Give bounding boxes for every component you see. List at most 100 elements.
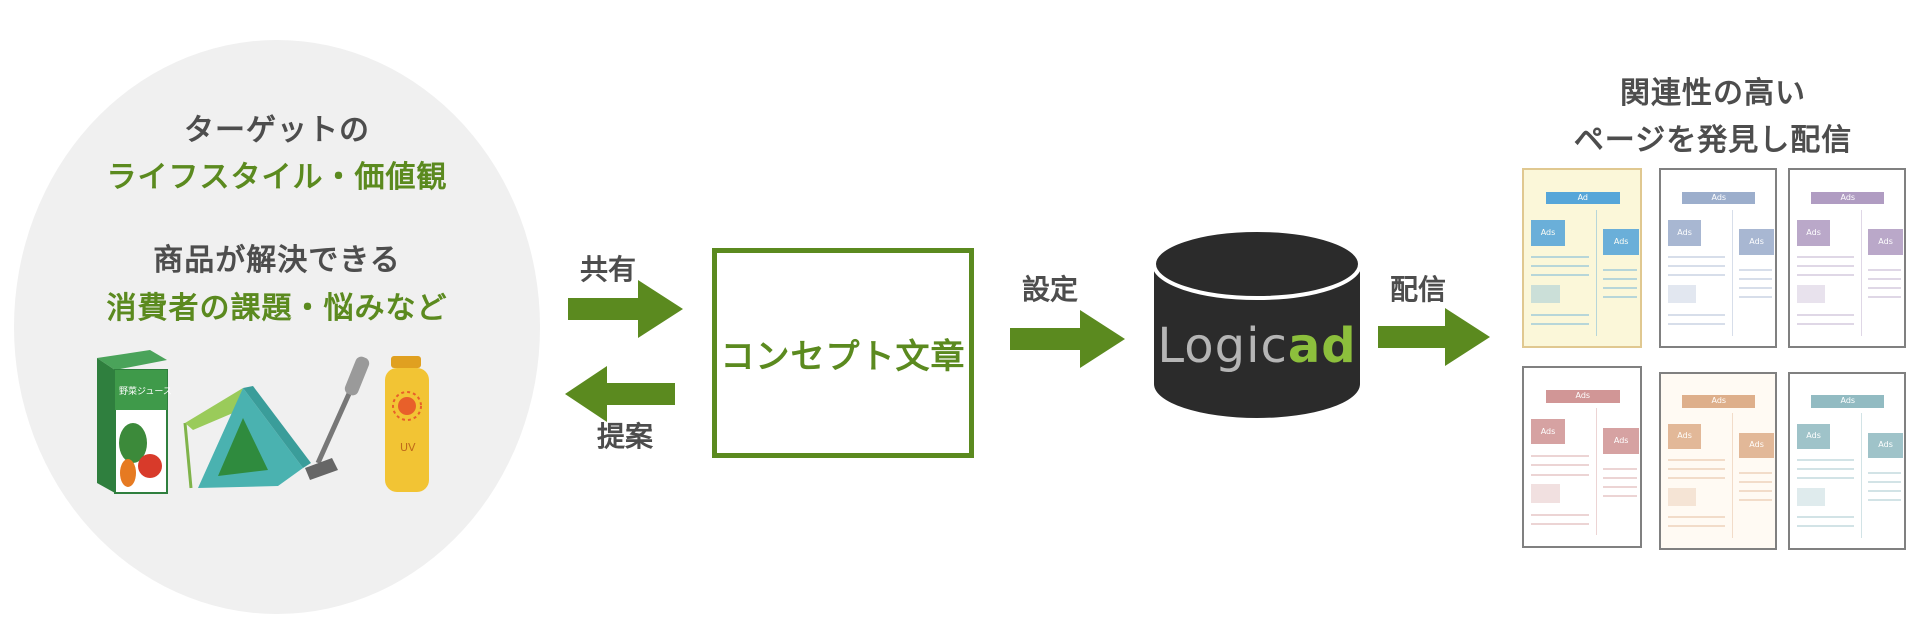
thumb-text-line <box>1531 522 1589 525</box>
thumb-text-line <box>1738 471 1772 474</box>
thumb-ad-left: Ads <box>1531 220 1565 246</box>
share-arrow-icon <box>568 280 683 338</box>
thumb-text-line <box>1738 278 1772 280</box>
thumb-text-line <box>1797 256 1854 259</box>
thumb-text-line <box>1797 323 1854 325</box>
thumb-image-block <box>1797 285 1826 304</box>
sunscreen-icon: UV <box>385 356 429 492</box>
thumb-ad-left: Ads <box>1668 220 1702 246</box>
thumb-text-line <box>1603 287 1637 289</box>
vacuum-icon <box>305 356 370 480</box>
thumb-text-line <box>1531 314 1589 316</box>
thumb-text-line <box>1797 477 1854 480</box>
thumb-divider <box>1731 413 1733 538</box>
page-thumbnail: Ads Ads Ads <box>1522 366 1642 548</box>
thumb-text-line <box>1668 516 1725 519</box>
page-thumbnail: Ads Ads Ads <box>1659 372 1777 550</box>
thumb-divider <box>1731 209 1733 336</box>
target-heading: ターゲットの <box>184 113 370 148</box>
setting-label: 設定 <box>1022 273 1079 306</box>
right-title-line2: ページを発見し配信 <box>1573 123 1853 158</box>
concept-label: コンセプト文章 <box>720 336 966 377</box>
thumb-text-line <box>1531 274 1589 277</box>
logo-part-logic: Logic <box>1157 318 1288 374</box>
products-illustration: 野菜ジュース UV <box>97 350 429 494</box>
thumb-image-block <box>1797 487 1826 506</box>
thumb-header-ad: Ads <box>1811 191 1885 205</box>
database-icon <box>1152 228 1362 418</box>
thumb-text-line <box>1668 525 1725 528</box>
page-thumbnail: Ads Ads Ads <box>1659 168 1777 348</box>
delivery-label: 配信 <box>1390 273 1447 306</box>
thumb-text-line <box>1867 287 1901 289</box>
thumb-ad-left: Ads <box>1797 423 1831 449</box>
thumb-image-block <box>1531 484 1560 503</box>
thumb-text-line <box>1738 296 1772 298</box>
thumb-ad-left: Ads <box>1531 418 1565 445</box>
thumb-ad-right: Ads <box>1738 229 1775 255</box>
lifestyle-heading: ライフスタイル・価値観 <box>106 160 448 195</box>
thumb-divider <box>1860 209 1862 336</box>
thumb-image-block <box>1668 285 1697 304</box>
thumb-text-line <box>1738 489 1772 492</box>
propose-label: 提案 <box>597 420 654 453</box>
thumb-text-line <box>1738 480 1772 483</box>
delivery-arrow-icon <box>1378 308 1490 366</box>
thumb-text-line <box>1603 477 1637 480</box>
thumb-text-line <box>1531 513 1589 516</box>
thumb-text-line <box>1603 486 1637 489</box>
thumb-divider <box>1596 408 1597 536</box>
page-thumbnail: Ad Ads Ads <box>1522 168 1642 348</box>
thumb-ad-right: Ads <box>1867 229 1904 255</box>
share-label: 共有 <box>580 253 637 286</box>
thumb-divider <box>1596 209 1597 336</box>
right-title-line1: 関連性の高い <box>1620 76 1806 111</box>
thumb-image-block <box>1531 285 1560 304</box>
thumb-text-line <box>1797 468 1854 471</box>
thumb-text-line <box>1738 269 1772 271</box>
target-circle <box>14 40 540 614</box>
thumb-text-line <box>1531 473 1589 476</box>
thumb-text-line <box>1738 498 1772 501</box>
thumb-ad-right: Ads <box>1603 428 1640 454</box>
thumb-text-line <box>1603 495 1637 498</box>
issues-heading: 消費者の課題・悩みなど <box>106 291 448 326</box>
thumb-image-block <box>1668 487 1697 506</box>
page-thumbnail: Ads Ads Ads <box>1788 168 1906 348</box>
thumb-text-line <box>1867 480 1901 483</box>
thumb-header-ad: Ads <box>1682 395 1756 408</box>
svg-text:UV: UV <box>400 441 416 454</box>
thumb-text-line <box>1668 459 1725 462</box>
thumb-text-line <box>1603 468 1637 471</box>
thumb-text-line <box>1531 464 1589 467</box>
solvable-heading: 商品が解決できる <box>153 243 401 278</box>
thumb-text-line <box>1867 269 1901 271</box>
tent-icon <box>183 386 311 489</box>
logicad-logo: Logicad <box>1152 318 1362 374</box>
thumb-ad-left: Ads <box>1797 220 1831 246</box>
thumb-text-line <box>1797 274 1854 277</box>
thumb-text-line <box>1668 323 1725 325</box>
thumb-text-line <box>1668 477 1725 480</box>
concept-text-box: コンセプト文章 <box>712 248 974 458</box>
thumb-divider <box>1860 413 1862 538</box>
thumb-text-line <box>1867 471 1901 474</box>
thumb-text-line <box>1603 296 1637 298</box>
thumb-text-line <box>1531 265 1589 268</box>
thumb-text-line <box>1797 516 1854 519</box>
thumb-text-line <box>1668 256 1725 259</box>
thumb-text-line <box>1738 287 1772 289</box>
thumb-text-line <box>1867 278 1901 280</box>
svg-text:野菜ジュース: 野菜ジュース <box>119 385 172 397</box>
propose-arrow-icon <box>565 366 675 422</box>
thumb-header-ad: Ad <box>1545 191 1620 205</box>
juice-box-icon: 野菜ジュース <box>97 350 172 494</box>
thumb-header-ad: Ads <box>1682 191 1756 205</box>
thumb-text-line <box>1797 265 1854 268</box>
thumb-text-line <box>1797 525 1854 528</box>
thumb-text-line <box>1603 278 1637 280</box>
thumb-text-line <box>1531 256 1589 259</box>
thumb-header-ad: Ads <box>1545 389 1620 403</box>
thumb-ad-right: Ads <box>1738 432 1775 458</box>
page-thumbnail: Ads Ads Ads <box>1788 372 1906 550</box>
